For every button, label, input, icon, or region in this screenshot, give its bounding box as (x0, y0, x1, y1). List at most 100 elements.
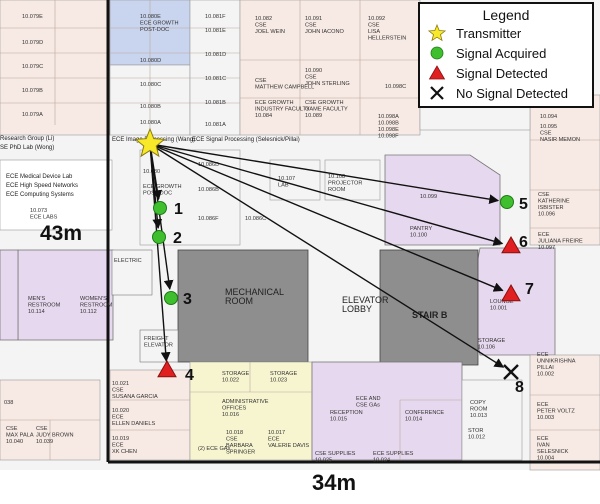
lab-area-left (0, 159, 113, 231)
room-label-line: 10.079E (22, 14, 43, 20)
room-label-line: 10.079D (22, 40, 43, 46)
office-grid-lines (0, 0, 600, 229)
legend-item: Transmitter (426, 23, 591, 43)
room-label-line: 10.080D (140, 58, 161, 64)
room-label-line: 10.108 (328, 174, 345, 180)
room-label-line: CSE (538, 192, 550, 198)
signal-path-6 (149, 143, 504, 246)
room-label-line: 10.073 (30, 208, 47, 214)
receiver-label: 8 (515, 379, 524, 396)
room-label-line: 10.018 (226, 430, 243, 436)
room-label-line: STORAGE (270, 371, 298, 377)
room-label-line: 10.094 (540, 114, 557, 120)
room-label-line: KATHERINE (538, 199, 570, 205)
room-label-line: MECHANICAL (225, 287, 284, 297)
room-label-line: SE PhD Lab (Wong) (0, 145, 54, 151)
room-label-line: CSE SUPPLIES (315, 451, 356, 457)
room-label-line: 10.021 (112, 381, 129, 387)
room-label-line: 10.081C (205, 76, 226, 82)
room-label-line: 10.084 (255, 113, 272, 119)
room-label-line: PANTRY (410, 226, 432, 232)
room-label-line: 10.098C (385, 84, 406, 90)
room-label-line: RECEPTION (330, 410, 363, 416)
room-label-line: 10.024 (373, 458, 390, 464)
legend-item: Signal Acquired (426, 43, 591, 63)
room-label-line: ECE (537, 436, 549, 442)
room-label-line: RESTROOM (80, 303, 113, 309)
room-label-line: 10.082 (255, 16, 272, 22)
legend-item: No Signal Detected (426, 83, 591, 103)
room-label-line: 10.098E (378, 127, 399, 133)
receiver-detected-marker (157, 359, 177, 378)
room-label-line: ECE (112, 415, 124, 421)
transmitter-layer (134, 127, 166, 158)
office-band-top-right (239, 0, 421, 136)
room-label-line: LISA (368, 29, 380, 35)
room-label-line: 10.090 (305, 68, 322, 74)
signal-path-7 (149, 143, 504, 292)
room-label-line: 10.019 (112, 436, 129, 442)
room-label-line: ELLEN DANIELS (112, 421, 155, 427)
legend-item-label: No Signal Detected (456, 85, 569, 101)
signal-paths (149, 143, 505, 368)
room-label-line: ECE GROWTH (255, 100, 294, 106)
room-label-line: ECE Signal Processing (Selesnick/Pillai) (192, 137, 300, 143)
receiver-label: 7 (525, 281, 534, 298)
room-label-line: STAIR B (412, 310, 448, 320)
room-label-line: 10.003 (537, 415, 554, 421)
receiver-detected-marker (501, 283, 521, 302)
room-label-line: 10.016 (222, 412, 239, 418)
room-label-line: PROJECTOR (328, 181, 362, 187)
room-label-line: ECE (537, 402, 549, 408)
signal-path-8 (149, 143, 505, 368)
room-label-line: RESTROOM (28, 303, 61, 309)
room-label-line: 10.040 (6, 439, 23, 445)
room-label-line: IVAN (537, 443, 550, 449)
room-label-line: CSE (305, 75, 317, 81)
room-label-line: 10.023 (270, 378, 287, 384)
room-label-line: 10.014 (405, 417, 422, 423)
room-label-line: ROOM (225, 296, 253, 306)
room-label-line: PETER VOLTZ (537, 409, 575, 415)
room-label-line: 10.012 (468, 435, 485, 441)
room-label-line: STORAGE (478, 338, 506, 344)
room-label-line: 10.107 (278, 176, 295, 182)
room-label-line: SPRINGER (226, 450, 255, 456)
room-label-line: 10.017 (268, 430, 285, 436)
room-label-line: ISBISTER (538, 205, 564, 211)
room-label-line: 10.039 (36, 439, 53, 445)
room-label-line: SUSANA GARCIA (112, 394, 158, 400)
room-label-line: 10.020 (112, 408, 129, 414)
receiver-label: 6 (519, 234, 528, 251)
room-label-line: 10.086C (245, 216, 266, 222)
room-label-line: 10.091 (305, 16, 322, 22)
room-label-line: COPY (470, 400, 486, 406)
receiver-acquired-marker (500, 195, 514, 209)
room-label-line: Research Group (Li) (0, 136, 54, 142)
room-labels: 10.079E10.079D10.079C10.079B10.079A10.08… (0, 14, 583, 464)
room-label-line: ECE (537, 352, 549, 358)
receiver-acquired-marker (164, 291, 178, 305)
room-label-line: 10.096 (538, 212, 555, 218)
room-label-line: ECE GROWTH (143, 184, 182, 190)
room-label-line: ECE LABS (30, 215, 58, 221)
room-label-line: 10.100 (410, 233, 427, 239)
gray-stair-b (379, 249, 479, 366)
signal-path-4 (149, 143, 171, 363)
purple-room-restrooms (17, 249, 114, 341)
receiver-label: 5 (519, 196, 528, 213)
room-label-line: CSE (226, 437, 238, 443)
purple-room-10099 (384, 154, 501, 246)
room-label-line: ECE AND (356, 396, 381, 402)
room-label-line: JOEL WEIN (255, 29, 285, 35)
room-label-line: 10.025 (315, 458, 332, 464)
room-label-line: INDUSTRY FACULTY (255, 107, 310, 113)
room-label-line: CSE (368, 23, 380, 29)
room-label-line: 10.080A (140, 120, 161, 126)
purple-reception-area (311, 361, 463, 461)
room-bottom-right (529, 354, 600, 471)
room-label-line: 10.098F (378, 134, 399, 140)
